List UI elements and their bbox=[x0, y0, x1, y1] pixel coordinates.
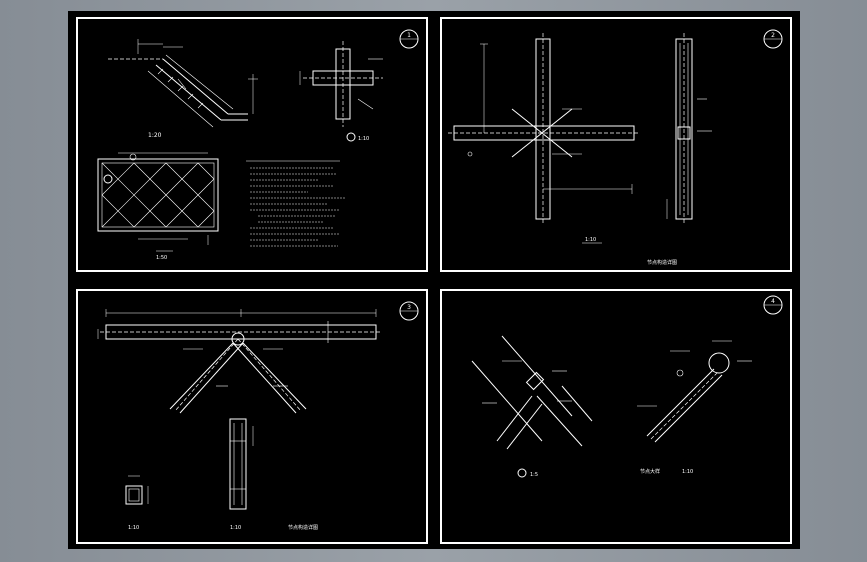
panel-bottom-right-drawing: 4 1:5 bbox=[471, 295, 783, 478]
panel-bottom-right-title: 节点大样 bbox=[640, 468, 660, 475]
panel-top-right-title: 节点构造详图 bbox=[647, 259, 677, 266]
panel-top-right: 2 1:10 bbox=[440, 17, 792, 272]
panel-badge-number: 1 bbox=[407, 32, 411, 39]
panel-badge-number: 2 bbox=[771, 32, 775, 39]
panel-bottom-left: 3 bbox=[76, 289, 428, 544]
panel-badge-number: 3 bbox=[407, 304, 411, 311]
inclined-braces bbox=[169, 338, 307, 414]
left-connection-scale: 1:5 bbox=[530, 472, 538, 478]
box-section: 1:10 bbox=[125, 475, 149, 531]
horizontal-beam bbox=[97, 309, 382, 346]
panel-bottom-left-title: 节点构造详图 bbox=[288, 524, 318, 531]
column-elevation: 1:10 bbox=[229, 418, 254, 531]
panel-badge-number: 4 bbox=[771, 298, 775, 305]
right-connection-detail bbox=[637, 340, 752, 443]
column-beam-caption: 1:10 bbox=[585, 237, 596, 243]
column-side-elevation bbox=[666, 33, 712, 225]
mesh-plan: 1:50 bbox=[97, 152, 219, 261]
plan-cross-detail: 1:10 bbox=[299, 41, 383, 142]
left-connection-detail: 1:5 bbox=[471, 335, 593, 478]
panel-top-left-drawing: 1 1:20 bbox=[97, 29, 419, 261]
drawing-sheet: 1 1:20 bbox=[68, 11, 800, 549]
panel-bottom-right: 4 1:5 bbox=[440, 289, 792, 544]
panel-bottom-right-title-scale: 1:10 bbox=[682, 469, 693, 475]
column-elevation-scale: 1:10 bbox=[230, 525, 241, 531]
design-notes bbox=[246, 160, 346, 247]
stair-section-scale: 1:20 bbox=[148, 132, 162, 139]
panel-bottom-left-drawing: 3 bbox=[97, 301, 419, 531]
panel-top-left: 1 1:20 bbox=[76, 17, 428, 272]
column-beam-cross: 1:10 bbox=[448, 33, 640, 244]
stair-section-detail: 1:20 bbox=[108, 39, 258, 139]
plan-cross-scale: 1:10 bbox=[358, 136, 369, 142]
box-section-scale: 1:10 bbox=[128, 525, 139, 531]
mesh-plan-caption: 1:50 bbox=[156, 255, 167, 261]
panel-top-right-drawing: 2 1:10 bbox=[448, 29, 783, 266]
